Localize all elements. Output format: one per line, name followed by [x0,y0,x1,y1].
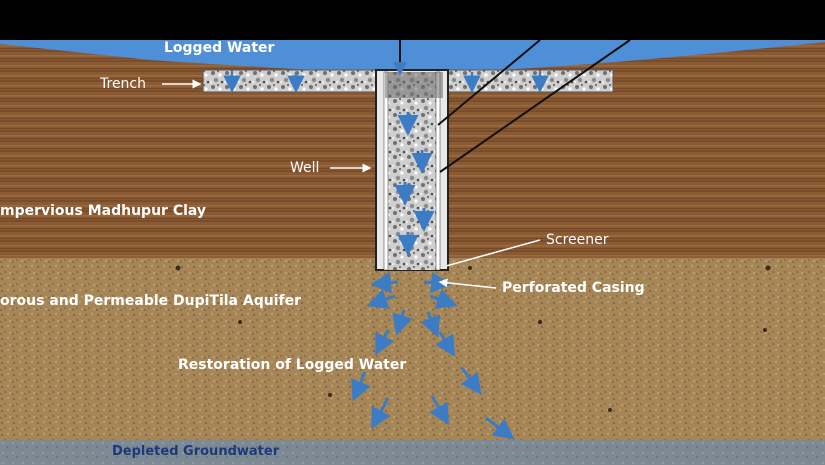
diag-line-1 [437,39,541,126]
well-gravel [388,72,436,270]
screener-pointer [445,239,541,267]
well-label: Well [290,160,320,176]
well-arrows [394,112,435,256]
aquifer-label: orous and Permeable DupiTila Aquifer [0,293,301,309]
restoration-label: Restoration of Logged Water [178,357,407,373]
logged-water-label: Logged Water [164,40,275,56]
trench-arrows [223,72,549,93]
well-cap [385,72,443,98]
clay-label: mpervious Madhupur Clay [0,203,207,219]
perforated-casing-label: Perforated Casing [502,280,645,296]
diag-line-2 [439,39,631,173]
aquifer-stones [175,265,771,412]
aquifer-layer [0,258,825,440]
groundwater-layer [0,440,825,465]
trench-label: Trench [100,76,146,92]
top-bar [0,0,825,40]
perforated-pointer [438,278,497,289]
spread-arrows [351,272,515,440]
depleted-groundwater-label: Depleted Groundwater [112,444,280,459]
screener-label: Screener [546,232,609,248]
